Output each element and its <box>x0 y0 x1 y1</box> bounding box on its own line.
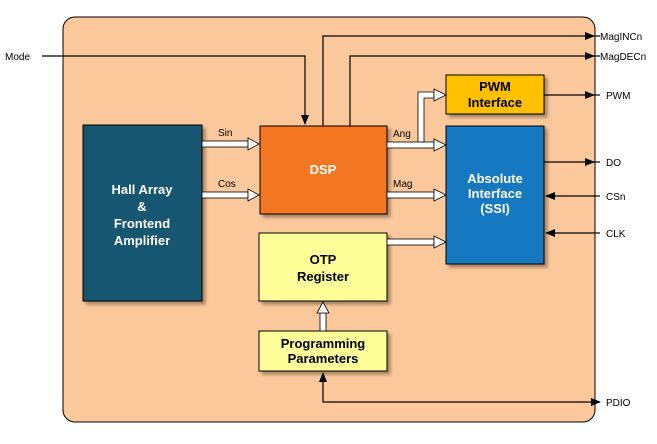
hall-label-line-1: Hall Array <box>112 182 174 197</box>
dsp-block: DSP <box>259 125 388 215</box>
hall-label-line-3: Frontend <box>114 216 170 231</box>
hall-label-line-4: Amplifier <box>114 233 170 248</box>
otp-label-line-2: Register <box>297 269 349 284</box>
dsp-label: DSP <box>310 162 337 177</box>
prog-label-line-2: Parameters <box>288 351 359 366</box>
pwm-label-line-2: Interface <box>468 95 522 110</box>
ssi-interface-block: Absolute Interface (SSI) <box>445 125 545 265</box>
ssi-label-line-3: (SSI) <box>480 201 510 216</box>
ang-label: Ang <box>393 129 411 140</box>
cos-bus-arrow <box>201 188 260 202</box>
ang-bus-arrow <box>386 138 447 152</box>
otp-register-block: OTP Register <box>258 232 388 302</box>
otp-label-line-1: OTP <box>310 252 337 267</box>
mag-label: Mag <box>393 179 412 190</box>
otp-to-ssi-bus-arrow <box>386 235 447 249</box>
internal-buses <box>201 88 447 332</box>
hall-array-block: Hall Array & Frontend Amplifier <box>82 124 203 302</box>
prog-label-line-1: Programming <box>281 336 366 351</box>
csn-pin-label: CSn <box>606 192 625 203</box>
magdec-pin-label: MagDECn <box>600 52 646 63</box>
mode-wire <box>42 55 309 125</box>
chip-body <box>62 16 596 423</box>
maginc-pin-label: MagINCn <box>600 32 642 43</box>
cos-label: Cos <box>218 179 236 190</box>
external-wires <box>42 32 595 403</box>
pwm-pin-label: PWM <box>606 91 630 102</box>
ang-to-pwm-bus-arrow <box>417 88 447 143</box>
mag-bus-arrow <box>386 188 447 202</box>
programming-parameters-block: Programming Parameters <box>258 330 388 372</box>
pin-stubs <box>594 35 600 234</box>
maginc-wire <box>322 32 595 126</box>
pwm-label-line-1: PWM <box>479 79 511 94</box>
do-pin-label: DO <box>606 158 621 169</box>
magdec-wire <box>349 52 595 126</box>
mode-pin-label: Mode <box>5 52 30 63</box>
pdio-wire <box>319 372 594 403</box>
sin-bus-arrow <box>201 137 260 151</box>
pwm-interface-block: PWM Interface <box>445 74 545 115</box>
clk-pin-label: CLK <box>606 229 626 240</box>
sin-label: Sin <box>218 128 232 139</box>
ssi-label-line-1: Absolute <box>467 171 523 186</box>
hall-label-line-2: & <box>137 199 146 214</box>
pdio-pin-label: PDIO <box>606 398 631 409</box>
prog-to-otp-bus-arrow <box>316 301 330 332</box>
ssi-label-line-2: Interface <box>468 186 522 201</box>
